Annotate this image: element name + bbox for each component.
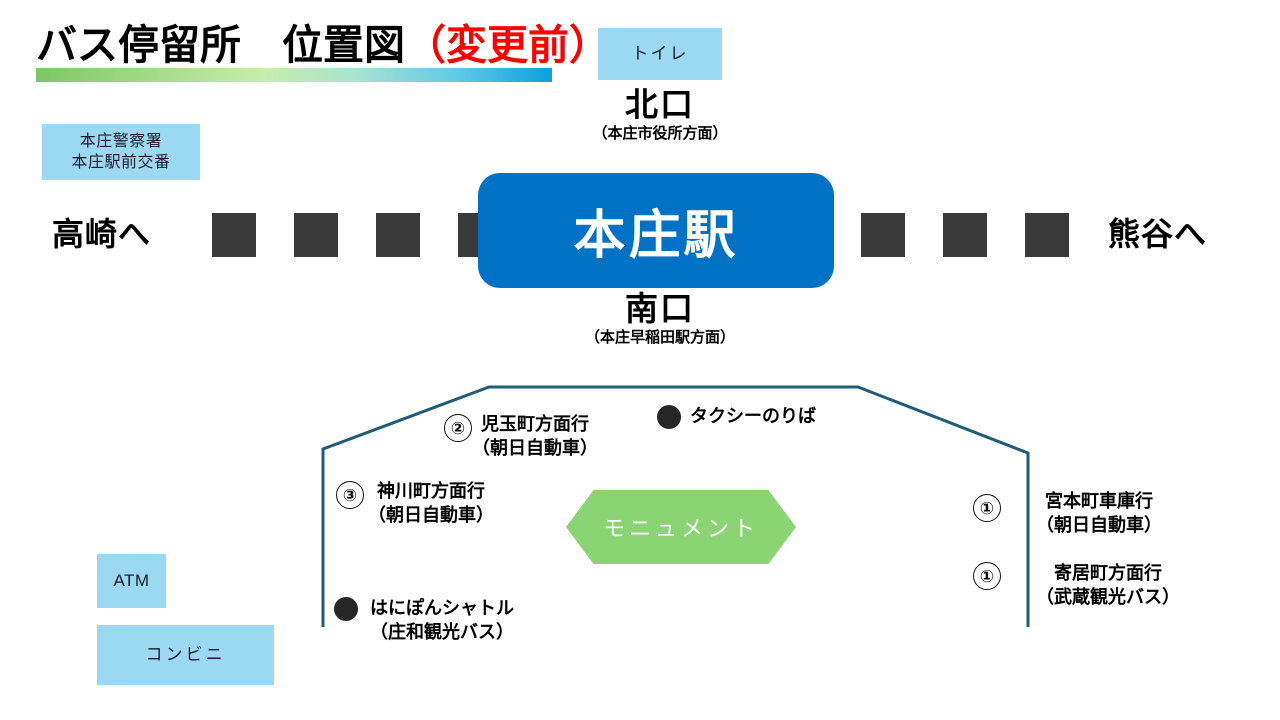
railway-sleeper <box>294 213 338 257</box>
railway-direction-kumagaya: 熊谷へ <box>1108 216 1208 252</box>
north-exit-block: 北口 （本庄市役所方面） <box>500 86 820 144</box>
atm-facility-box: ATM <box>97 554 166 608</box>
south-exit-name: 南口 <box>625 290 695 327</box>
shuttle-destination: はにぽんシャトル <box>370 598 514 618</box>
bus-stop-destination: 児玉町方面行 <box>481 414 589 434</box>
railway-sleeper <box>861 213 905 257</box>
page-title-accent: （変更前） <box>405 22 610 68</box>
south-exit-sub: （本庄早稲田駅方面） <box>584 329 735 346</box>
bus-stop-number-2: ② <box>444 414 472 442</box>
toilet-facility-box: トイレ <box>598 28 722 80</box>
bus-stop-operator: （朝日自動車） <box>1036 515 1162 535</box>
south-exit-block: 南口 （本庄早稲田駅方面） <box>500 290 820 348</box>
page-title: バス停留所 位置図（変更前） <box>36 22 610 82</box>
hanipon-shuttle-dot-icon <box>334 597 358 621</box>
bus-stop-destination: 寄居町方面行 <box>1054 563 1162 583</box>
bus-stop-label-miyamoto: 宮本町車庫行 （朝日自動車） <box>1036 489 1162 537</box>
bus-stop-label-kamikawa: 神川町方面行 （朝日自動車） <box>336 479 494 527</box>
taxi-stand-dot-icon <box>657 405 681 429</box>
honjo-station-box: 本庄駅 <box>478 173 834 288</box>
bus-stop-label-kodama: 児玉町方面行 （朝日自動車） <box>444 412 598 460</box>
shuttle-operator: （庄和観光バス） <box>370 622 514 642</box>
page-title-main: バス停留所 位置図 <box>36 22 405 68</box>
railway-direction-takasaki: 高崎へ <box>52 216 152 252</box>
bus-stop-number-3: ③ <box>336 481 364 509</box>
police-station-facility-box: 本庄警察署 本庄駅前交番 <box>42 124 200 180</box>
bus-stop-destination: 神川町方面行 <box>377 481 485 501</box>
railway-sleeper <box>943 213 987 257</box>
taxi-stand-text: タクシーのりば <box>690 406 816 426</box>
station-name-label: 本庄駅 <box>573 207 739 265</box>
police-station-label: 本庄警察署 本庄駅前交番 <box>71 132 171 171</box>
bus-stop-operator: （朝日自動車） <box>472 438 598 458</box>
railway-sleeper <box>376 213 420 257</box>
convenience-store-facility-box: コンビニ <box>97 625 274 685</box>
bus-stop-operator: （武蔵観光バス） <box>1036 587 1180 607</box>
monument-label: モニュメント <box>602 516 759 541</box>
monument-shape: モニュメント <box>566 490 796 564</box>
hanipon-shuttle-label: はにぽんシャトル （庄和観光バス） <box>370 596 514 644</box>
north-exit-sub: （本庄市役所方面） <box>592 125 728 142</box>
taxi-stand-label: タクシーのりば <box>690 404 816 428</box>
bus-stop-destination: 宮本町車庫行 <box>1045 491 1153 511</box>
title-gradient-underline <box>36 68 552 82</box>
page-title-text: バス停留所 位置図（変更前） <box>36 22 610 68</box>
railway-sleeper <box>212 213 256 257</box>
railway-sleeper <box>1025 213 1069 257</box>
bus-stop-operator: （朝日自動車） <box>368 505 494 525</box>
bus-stop-number-1-yorii: ① <box>973 562 1001 590</box>
bus-stop-label-yorii: 寄居町方面行 （武蔵観光バス） <box>1036 561 1180 609</box>
bus-stop-number-1-miyamoto: ① <box>973 494 1001 522</box>
north-exit-name: 北口 <box>625 86 695 123</box>
